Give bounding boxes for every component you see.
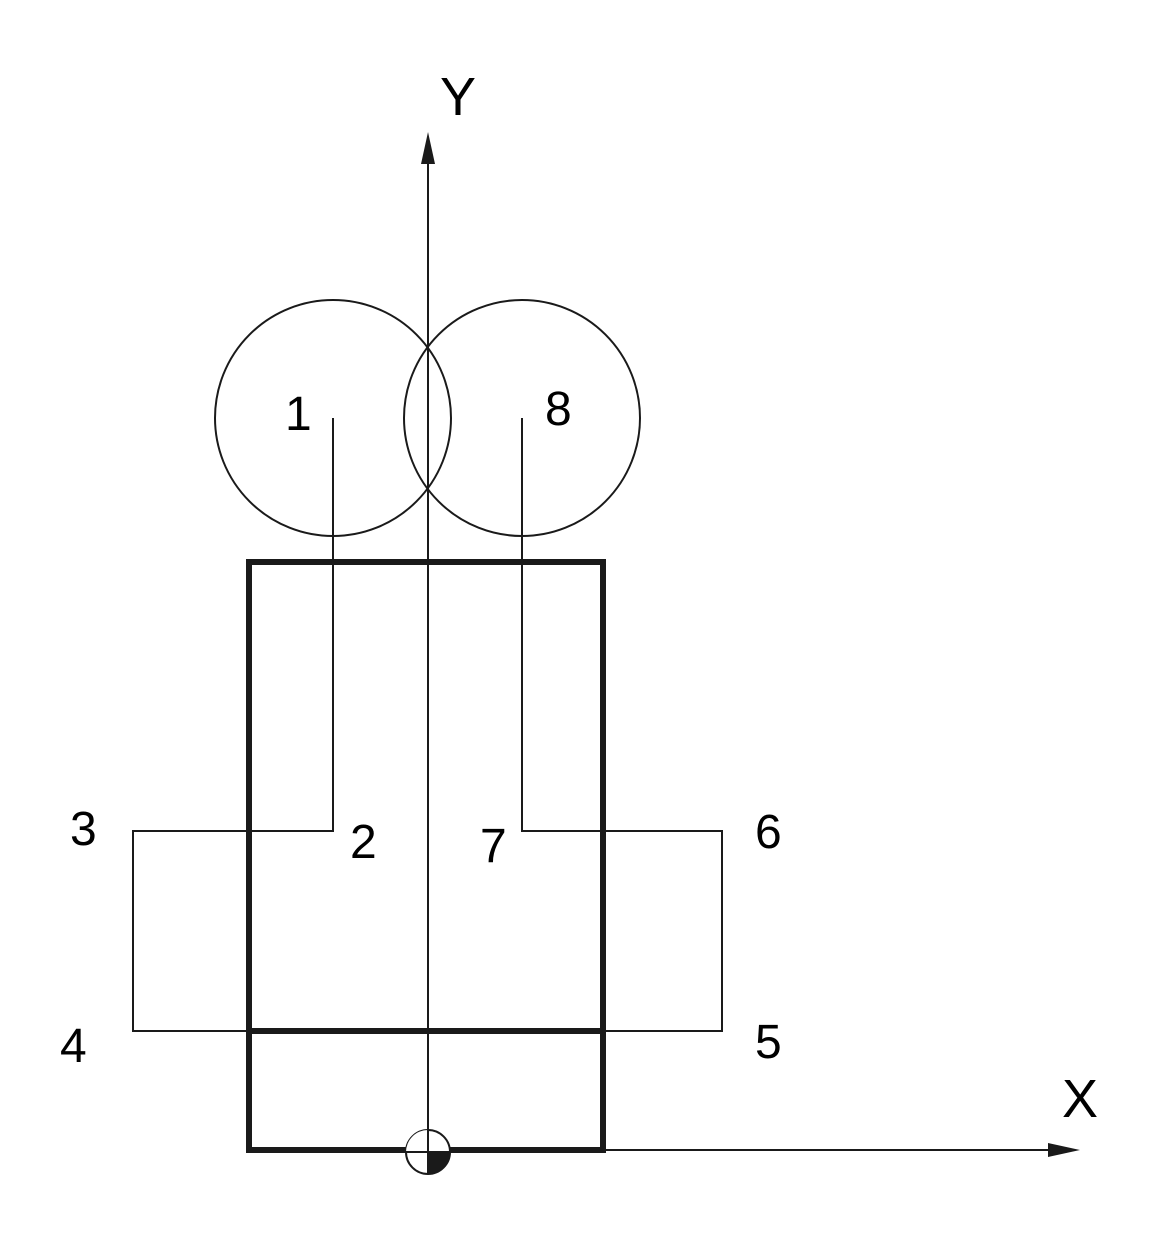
origin-marker-icon — [405, 1129, 451, 1175]
point-label-7: 7 — [480, 820, 507, 873]
point-label-2: 2 — [350, 816, 377, 869]
point-label-8: 8 — [545, 383, 572, 436]
right-path — [521, 418, 723, 1032]
point-label-1: 1 — [285, 388, 312, 441]
point-label-4: 4 — [60, 1020, 87, 1073]
point-label-3: 3 — [70, 803, 97, 856]
left-path — [132, 418, 334, 1032]
x-axis-label: X — [1062, 1069, 1098, 1129]
y-axis-arrowhead — [421, 132, 435, 164]
x-axis-arrowhead — [1048, 1143, 1080, 1157]
y-axis-label: Y — [440, 67, 476, 127]
point-label-6: 6 — [755, 806, 782, 859]
point-label-5: 5 — [755, 1016, 782, 1069]
main-rectangle — [246, 559, 606, 1153]
